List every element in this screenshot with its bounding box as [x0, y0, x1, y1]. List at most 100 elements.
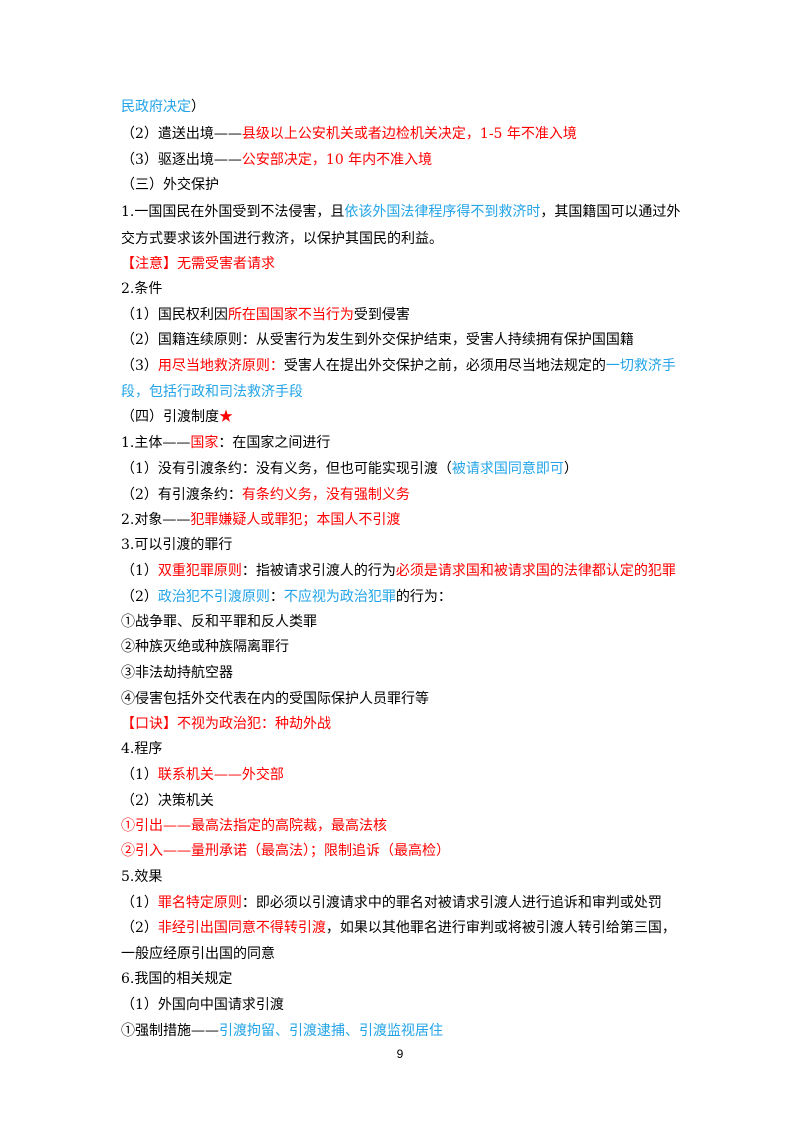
text-run: 引渡拘留、引渡逮捕、引渡监视居住 — [219, 1023, 443, 1039]
text-line: ①强制措施——引渡拘留、引渡逮捕、引渡监视居住 — [121, 1021, 681, 1041]
text-run: 民政府决定 — [121, 99, 191, 115]
text-line: （三）外交保护 — [121, 175, 681, 195]
text-run: 受到侵害 — [353, 307, 410, 323]
text-line: ④侵害包括外交代表在内的受国际保护人员罪行等 — [121, 689, 681, 709]
text-run: 受害人在提出外交保护之前，必须用尽当地法规定的 — [283, 358, 606, 374]
text-run: 不应视为政治犯罪 — [283, 589, 396, 605]
text-line: ③非法劫持航空器 — [121, 663, 681, 683]
text-run: 交方式要求该外国进行救济，以保护其国民的利益。 — [121, 231, 443, 247]
text-line: 2.对象——犯罪嫌疑人或罪犯；本国人不引渡 — [121, 510, 681, 530]
text-run: 县级以上公安机关或者边检机关决定，1-5 年不准入境 — [241, 126, 577, 142]
text-run: 公安部决定，10 年内不准入境 — [241, 152, 433, 168]
text-run: （2）遣送出境—— — [121, 126, 242, 142]
text-run: 所在国国家不当行为 — [227, 307, 354, 323]
text-run: （1）外国向中国请求引渡 — [121, 997, 284, 1013]
text-run: ④侵害包括外交代表在内的受国际保护人员罪行等 — [121, 691, 429, 707]
text-line: ②引入——量刑承诺（最高法）；限制追诉（最高检） — [121, 841, 681, 861]
text-run: 段，包括行政和司法救济手段 — [121, 384, 303, 400]
text-run: （1） — [121, 563, 158, 579]
text-run: 一切救济手 — [605, 358, 676, 374]
text-line: 1.主体——国家：在国家之间进行 — [121, 433, 681, 453]
text-run: （2）国籍连续原则：从受害行为发生到外交保护结束，受害人持续拥有保护国国籍 — [121, 332, 634, 348]
text-run: ） — [191, 99, 205, 115]
text-run: 3.可以引渡的罪行 — [121, 537, 233, 553]
text-line: （2）遣送出境——县级以上公安机关或者边检机关决定，1-5 年不准入境 — [121, 124, 681, 144]
text-line: ①战争罪、反和平罪和反人类罪 — [121, 612, 681, 632]
text-line: 民政府决定） — [121, 97, 681, 117]
page-number: 9 — [396, 1047, 404, 1061]
text-line: （1）联系机关——外交部 — [121, 765, 681, 785]
text-line: 6.我国的相关规定 — [121, 969, 681, 989]
text-run: ①强制措施—— — [121, 1023, 219, 1039]
text-run: ） — [563, 461, 578, 477]
text-line: （1）国民权利因所在国国家不当行为受到侵害 — [121, 305, 681, 325]
text-run: （2） — [121, 589, 158, 605]
text-run: 用尽当地救济原则： — [157, 358, 284, 374]
text-run: 政治犯不引渡原则 — [157, 589, 270, 605]
text-run: 4.程序 — [121, 741, 163, 757]
text-run: （2） — [121, 920, 158, 936]
star-icon: ★ — [219, 409, 233, 425]
text-line: （2）决策机关 — [121, 791, 681, 811]
text-run: （1） — [121, 895, 158, 911]
text-run: 一般应经原引出国的同意 — [121, 946, 275, 962]
text-line: 4.程序 — [121, 739, 681, 759]
text-run: 犯罪嫌疑人或罪犯；本国人不引渡 — [190, 512, 401, 528]
text-run: ③非法劫持航空器 — [121, 665, 233, 681]
text-line: 交方式要求该外国进行救济，以保护其国民的利益。 — [121, 229, 681, 249]
text-run: 1.一国国民在外国受到不法侵害，且 — [121, 204, 345, 220]
text-run: ：指被请求引渡人的行为 — [241, 563, 396, 579]
text-line: （2）政治犯不引渡原则：不应视为政治犯罪的行为： — [121, 587, 681, 607]
text-line: （四）引渡制度★ — [121, 407, 681, 427]
text-run: （1）国民权利因 — [121, 307, 228, 323]
text-run: 必须是请求国和被请求国的法律都认定的犯罪 — [395, 563, 676, 579]
text-run: 依该外国法律程序得不到救济时 — [344, 204, 541, 220]
text-line: 段，包括行政和司法救济手段 — [121, 382, 681, 402]
text-line: ①引出——最高法指定的高院裁，最高法核 — [121, 816, 681, 836]
text-line: 5.效果 — [121, 867, 681, 887]
text-run: 【注意】无需受害者请求 — [121, 256, 275, 272]
text-line: 3.可以引渡的罪行 — [121, 535, 681, 555]
text-line: 2.条件 — [121, 279, 681, 299]
text-run: 被请求国同意即可 — [451, 461, 564, 477]
text-run: 1.主体—— — [121, 435, 191, 451]
text-run: ：即必须以引渡请求中的罪名对被请求引渡人进行追诉和审判或处罚 — [241, 895, 662, 911]
text-run: 非经引出国同意不得转引渡 — [157, 920, 326, 936]
text-run: （2）决策机关 — [121, 793, 214, 809]
text-run: ①战争罪、反和平罪和反人类罪 — [121, 614, 317, 630]
text-run: （四）引渡制度 — [121, 409, 219, 425]
text-line: ②种族灭绝或种族隔离罪行 — [121, 637, 681, 657]
text-line: 【口诀】不视为政治犯：种劫外战 — [121, 714, 681, 734]
text-run: ②种族灭绝或种族隔离罪行 — [121, 639, 289, 655]
text-run: （2）有引渡条约： — [121, 487, 242, 503]
text-line: （1）外国向中国请求引渡 — [121, 995, 681, 1015]
text-run: 2.对象—— — [121, 512, 191, 528]
text-run: 【口诀】不视为政治犯：种劫外战 — [121, 716, 331, 732]
text-run: ： — [269, 589, 284, 605]
text-run: 罪名特定原则 — [157, 895, 242, 911]
text-run: 的行为： — [395, 589, 452, 605]
text-run: ：在国家之间进行 — [218, 435, 331, 451]
text-line: （1）双重犯罪原则：指被请求引渡人的行为必须是请求国和被请求国的法律都认定的犯罪 — [121, 561, 681, 581]
text-run: ，其国籍国可以通过外 — [540, 204, 681, 220]
text-line: （2）有引渡条约：有条约义务，没有强制义务 — [121, 485, 681, 505]
text-run: （1） — [121, 767, 158, 783]
text-line: （2）国籍连续原则：从受害行为发生到外交保护结束，受害人持续拥有保护国国籍 — [121, 330, 681, 350]
text-run: 有条约义务，没有强制义务 — [241, 487, 410, 503]
text-run: 6.我国的相关规定 — [121, 971, 233, 987]
text-line: 【注意】无需受害者请求 — [121, 254, 681, 274]
text-run: （三）外交保护 — [121, 177, 219, 193]
text-run: 2.条件 — [121, 281, 163, 297]
text-run: （1）没有引渡条约：没有义务，但也可能实现引渡（ — [121, 461, 452, 477]
text-line: （2）非经引出国同意不得转引渡，如果以其他罪名进行审判或将被引渡人转引给第三国， — [121, 918, 681, 938]
text-run: （3）驱逐出境—— — [121, 152, 242, 168]
text-run: 双重犯罪原则 — [157, 563, 242, 579]
text-run: （3） — [121, 358, 158, 374]
text-line: （3）驱逐出境——公安部决定，10 年内不准入境 — [121, 150, 681, 170]
text-line: （1）没有引渡条约：没有义务，但也可能实现引渡（被请求国同意即可） — [121, 459, 681, 479]
text-run: 5.效果 — [121, 869, 163, 885]
text-line: 一般应经原引出国的同意 — [121, 944, 681, 964]
text-line: （3）用尽当地救济原则：受害人在提出外交保护之前，必须用尽当地法规定的一切救济手 — [121, 356, 681, 376]
text-run: 国家 — [190, 435, 219, 451]
